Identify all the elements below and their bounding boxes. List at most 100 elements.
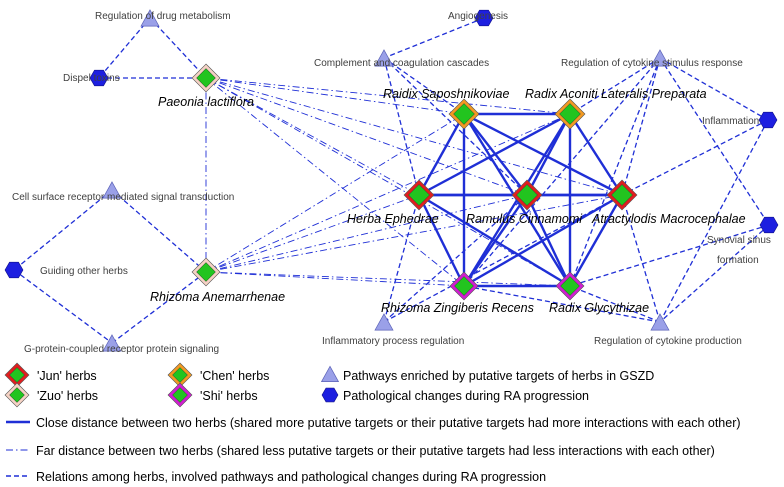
pathological-label2-synov: formation [717, 255, 759, 266]
herb-label-cinnam: Ramulus Cinnamomi [466, 212, 583, 226]
pathway-node-drugmet [140, 9, 160, 27]
pathway-label-gprotein: G-protein-coupled receptor protein signa… [24, 344, 219, 355]
legend-pathological-label: Pathological changes during RA progressi… [343, 389, 589, 403]
relation-edge-complement-cinnam [383, 57, 528, 196]
far-edge-paeonia-ephedra [205, 77, 420, 196]
pathway-label-cytostim: Regulation of cytokine stimulus response [561, 58, 743, 69]
close-edge-cinnam-zingib [463, 194, 528, 287]
relation-edge-cytostim-zingib [463, 57, 661, 287]
pathway-node-cytostim [650, 49, 670, 67]
herb-label-saposh: Raidix Saposhnikoviae [383, 87, 510, 101]
relation-edge-drugmet-paeonia [149, 17, 207, 79]
pathway-node-cytoprod [650, 313, 670, 331]
pathological-label-guiding: Guiding other herbs [40, 266, 128, 277]
pathway-label-complement: Complement and coagulation cascades [314, 58, 489, 69]
herb-label-glycyr: Radix Glycythizae [549, 301, 649, 315]
legend-pathological-swatch [321, 387, 339, 403]
relation-edge-cytostim-synov [659, 57, 770, 226]
pathological-node-synov [759, 216, 779, 234]
relation-edge-gprotein-anemarr [111, 271, 207, 344]
far-edge-anemarr-saposh [205, 113, 465, 273]
relation-edge-cytoprod-glycyr [569, 285, 661, 323]
herb-node-zingib-inner [454, 276, 474, 296]
network-edges [13, 17, 770, 344]
pathway-label-inflamproc: Inflammatory process regulation [322, 336, 464, 347]
pathological-label-inflam: Inflammation [702, 116, 759, 127]
far-edge-anemarr-cinnam [205, 194, 528, 273]
herb-node-paeonia-inner [196, 68, 216, 88]
relation-edge-angio-complement [383, 17, 485, 59]
far-edge-anemarr-glycyr [205, 271, 571, 287]
legend-pathway-swatch [320, 365, 340, 382]
relation-edge-inflamproc-ephedra [383, 194, 420, 323]
legend-pathway-label: Pathways enriched by putative targets of… [343, 369, 654, 383]
herb-node-glycyr-inner [560, 276, 580, 296]
herb-label-ephedra: Herba Ephedrae [347, 212, 439, 226]
relation-edge-drugmet-dispel [98, 17, 151, 79]
pathological-node-inflam [758, 111, 778, 129]
close-edge-ephedra-zingib [417, 194, 466, 287]
relation-edge-synov-cytoprod [659, 224, 770, 323]
legend-zuo-swatch-inner [9, 387, 25, 403]
pathological-node-guiding [4, 261, 24, 279]
legend-far-label: Far distance between two herbs (shared l… [36, 444, 715, 458]
close-edge-aconiti-atract [568, 113, 624, 196]
far-edge-anemarr-zingib [205, 271, 465, 287]
legend-chen-label: 'Chen' herbs [200, 369, 269, 383]
close-edge-saposh-ephedra [417, 113, 466, 196]
close-edge-atract-zingib [463, 193, 623, 288]
herb-node-cinnam-inner [516, 184, 538, 206]
pathway-node-complement [374, 49, 394, 67]
pathway-label-drugmet: Regulation of drug metabolism [95, 11, 231, 22]
herb-label-aconiti: Radix Aconiti Lateralis Preparata [525, 87, 707, 101]
pathological-node-dispel [89, 69, 109, 87]
herb-label-paeonia: Paeonia lactiflora [158, 95, 254, 109]
relation-edge-cellsurf-anemarr [111, 189, 207, 273]
herb-label-zingib: Rhizoma Zingiberis Recens [381, 301, 534, 315]
herb-node-aconiti-inner [559, 103, 581, 125]
relation-edge-cytoprod-zingib [463, 285, 661, 323]
close-edge-atract-glycyr [568, 194, 624, 287]
pathway-label-cytoprod: Regulation of cytokine production [594, 336, 742, 347]
far-edge-paeonia-cinnam [205, 77, 528, 196]
relation-edge-cytostim-atract [621, 57, 661, 196]
legend: 'Jun' herbs 'Zuo' herbs 'Chen' herbs 'Shi' … [4, 362, 741, 484]
pathway-node-gprotein [102, 334, 122, 352]
far-edge-anemarr-ephedra [205, 194, 420, 273]
herb-label-atract: Atractylodis Macrocephalae [591, 212, 746, 226]
herb-node-anemarr-inner [196, 262, 216, 282]
relation-edge-cellsurf-guiding [13, 189, 113, 271]
legend-jun-label: 'Jun' herbs [37, 369, 97, 383]
herb-node-saposh-inner [453, 103, 475, 125]
far-edge-paeonia-glycyr [205, 77, 571, 287]
far-edge-paeonia-zingib [205, 77, 465, 287]
relation-edge-inflam-cytoprod [659, 119, 769, 323]
legend-shi-swatch-inner [172, 387, 188, 403]
herb-label-anemarr: Rhizoma Anemarrhenae [150, 290, 285, 304]
pathological-node-angio [474, 9, 494, 27]
herb-node-ephedra-inner [408, 184, 430, 206]
close-edge-cinnam-glycyr [525, 194, 572, 287]
pathological-label-synov: Synovial sinus [707, 235, 771, 246]
legend-zuo-label: 'Zuo' herbs [37, 389, 98, 403]
pathway-node-inflamproc [374, 313, 394, 331]
far-edge-anemarr-atract [205, 194, 623, 273]
close-edge-saposh-atract [463, 112, 623, 197]
relation-edge-inflamproc-atract [383, 194, 623, 323]
relation-edge-cytostim-inflam [659, 57, 769, 121]
far-edge-paeonia-aconiti [205, 77, 571, 115]
relation-edge-cytostim-glycyr [569, 57, 661, 287]
relation-edge-cytostim-aconiti [569, 57, 661, 115]
legend-relation-label: Relations among herbs, involved pathways… [36, 470, 546, 484]
relation-edge-synov-glycyr [569, 224, 770, 287]
legend-shi-label: 'Shi' herbs [200, 389, 258, 403]
relation-edge-complement-saposh [383, 57, 465, 115]
pathological-label-angio: Angiogenesis [448, 11, 508, 22]
relation-edge-guiding-gprotein [13, 269, 113, 344]
herb-node-atract-inner [611, 184, 633, 206]
legend-jun-swatch-inner [9, 367, 25, 383]
legend-close-label: Close distance between two herbs (shared… [36, 416, 741, 430]
pathway-label-cellsurf: Cell surface receptor mediated signal tr… [12, 192, 234, 203]
